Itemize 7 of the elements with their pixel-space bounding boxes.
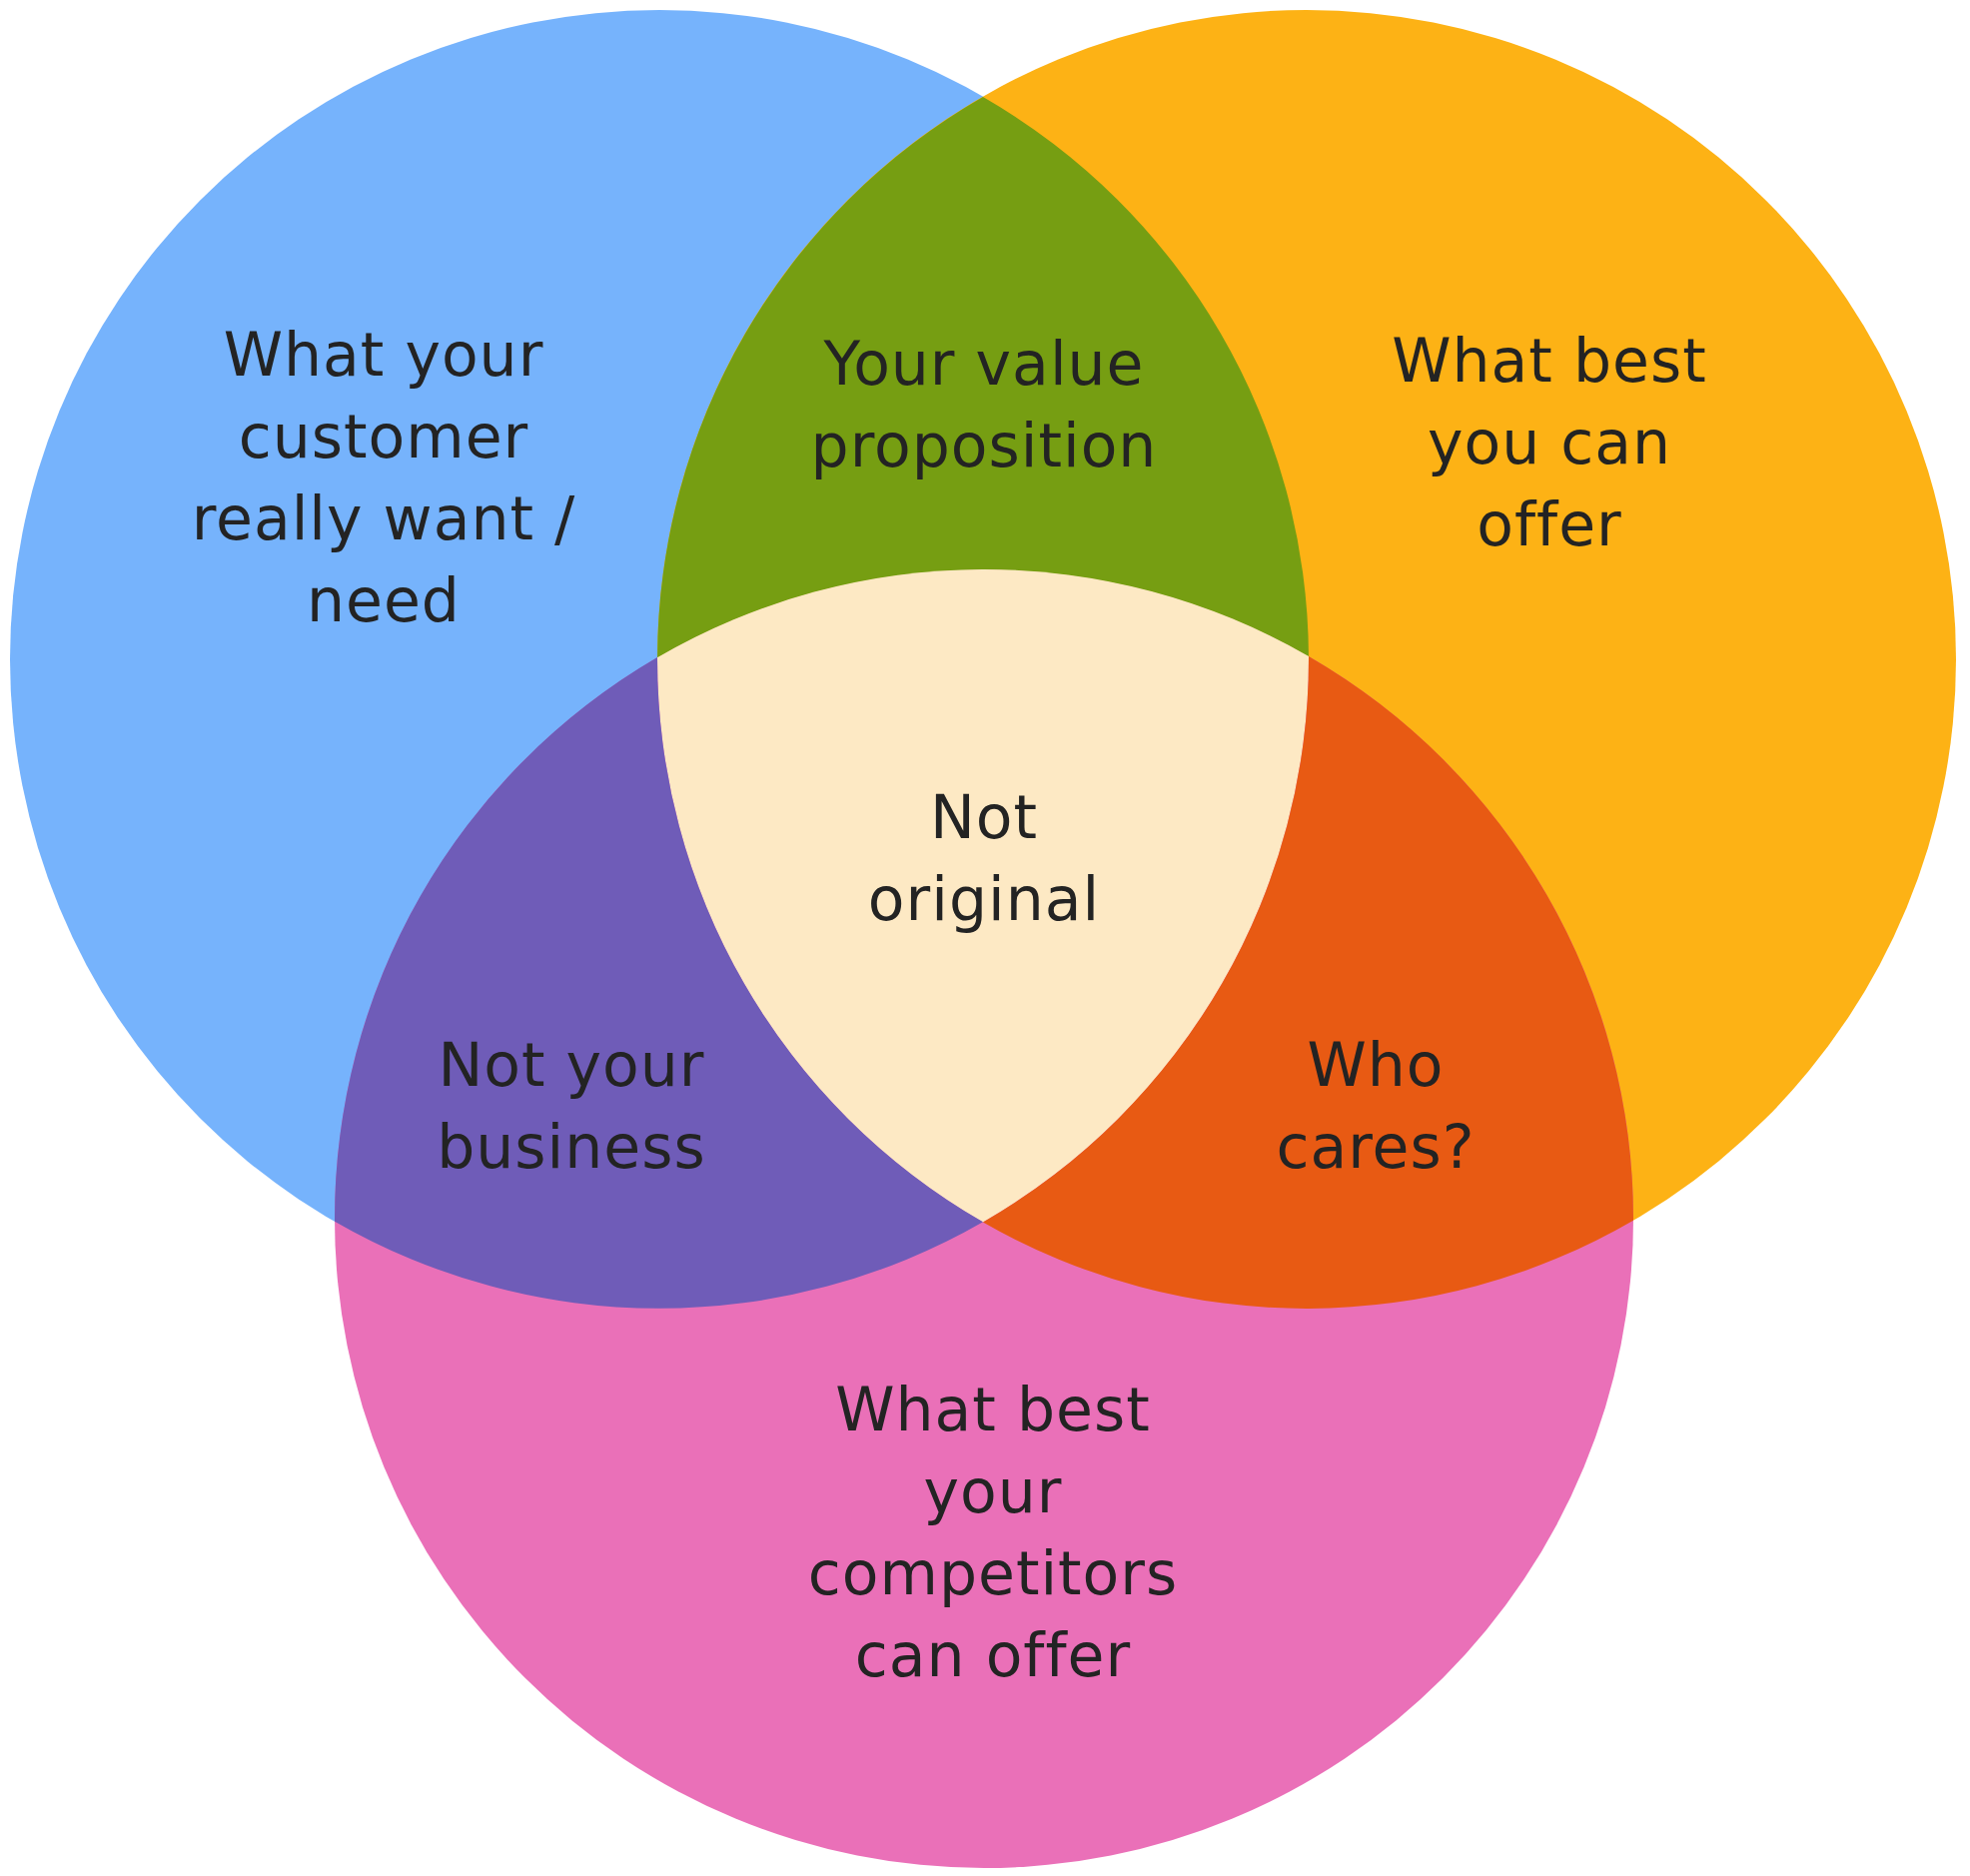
region-label: What best your competitors can offer	[806, 1374, 1180, 1692]
region-label: Your value proposition	[809, 328, 1159, 482]
region-label: What your customer really want / need	[190, 319, 577, 637]
region-label: Not your business	[436, 1029, 707, 1184]
region-label: Not original	[866, 781, 1102, 936]
region-label: Who cares?	[1275, 1029, 1477, 1184]
region-label: What best you can offer	[1391, 325, 1708, 561]
